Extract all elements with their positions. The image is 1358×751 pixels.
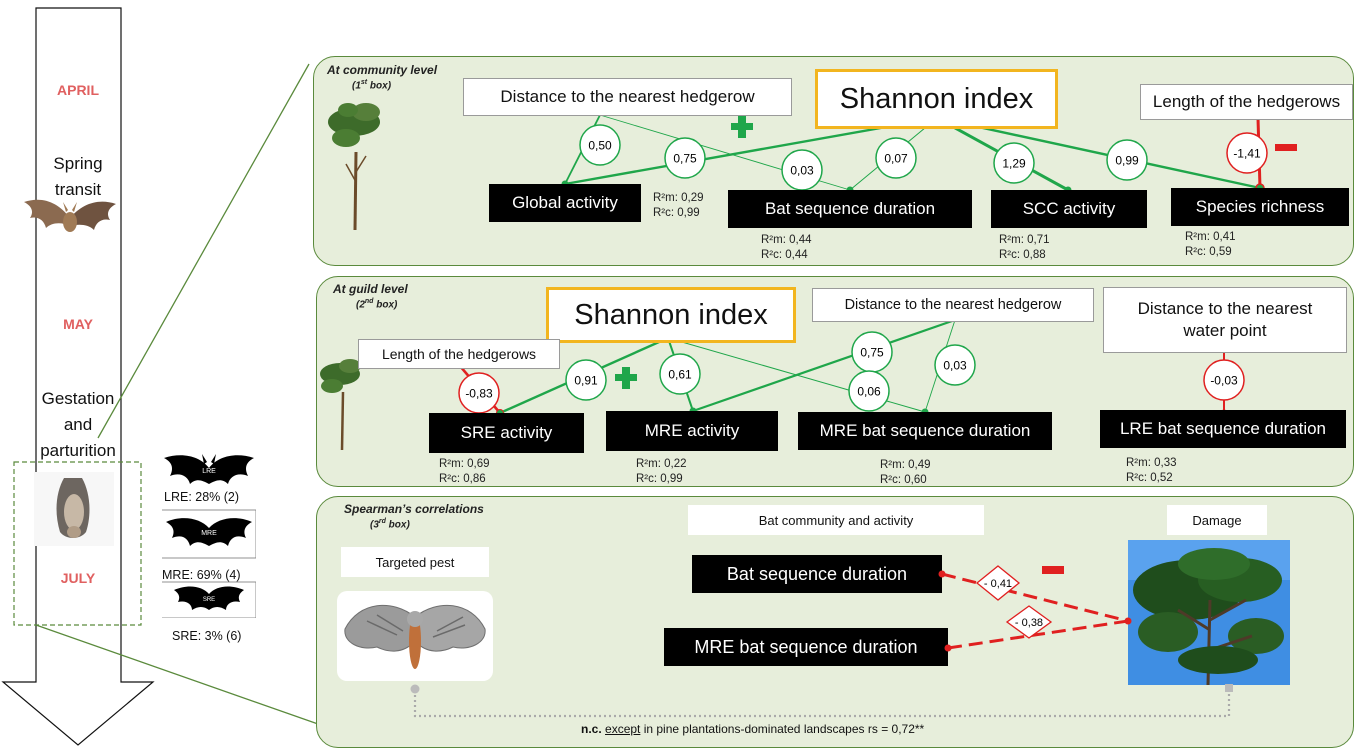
phase-spring-line2: transit <box>54 180 102 199</box>
bat-sequence-duration-box: Bat sequence duration <box>692 555 942 593</box>
spearman-footnote: n.c. except in pine plantations-dominate… <box>581 722 925 736</box>
pine-damage-photo <box>1128 540 1290 685</box>
phase-gest-line2: and <box>63 415 93 434</box>
mre-bat-sequence-duration-box: MRE bat sequence duration <box>798 412 1052 450</box>
phase-gestation: Gestation and parturition <box>23 386 133 464</box>
box3-title: Spearman’s correlations <box>344 502 484 516</box>
bat-community-label: Bat community and activity <box>688 505 984 535</box>
guild-silhouettes: LRE MRE SRE <box>162 454 256 618</box>
box1-subtitle: (1st box) <box>352 79 392 92</box>
shannon-index-box: Shannon index <box>546 287 796 343</box>
box2-title: At guild level <box>333 282 408 296</box>
hanging-bat-icon <box>34 472 114 546</box>
lre-bat-icon: LRE <box>164 454 254 484</box>
phase-gest-line1: Gestation <box>41 389 115 408</box>
distance-hedgerow-box: Distance to the nearest hedgerow <box>463 78 792 116</box>
pine-tree-icon <box>328 103 380 231</box>
mre-bat-icon: MRE <box>162 509 256 559</box>
sre-bat-icon: SRE <box>162 581 256 618</box>
phase-gest-line3: parturition <box>40 441 116 460</box>
distance-water-box: Distance to the nearest water point <box>1103 287 1347 353</box>
scc-activity-box: SCC activity <box>991 190 1147 228</box>
month-july: JULY <box>60 570 96 586</box>
damage-label: Damage <box>1167 505 1267 535</box>
month-may: MAY <box>63 316 93 332</box>
distance-water-line1: Distance to the nearest <box>1137 299 1313 318</box>
length-hedgerows-box: Length of the hedgerows <box>358 339 560 369</box>
lre-icon-label: LRE <box>202 468 216 475</box>
bat-sequence-duration-box: Bat sequence duration <box>728 190 972 228</box>
shannon-index-box: Shannon index <box>815 69 1058 129</box>
legend-sre: SRE: 3% (6) <box>172 629 242 643</box>
mre-icon-label: MRE <box>201 530 217 537</box>
mre-activity-box: MRE activity <box>606 411 778 451</box>
sre-icon-label: SRE <box>203 597 215 603</box>
legend-mre: MRE: 69% (4) <box>162 568 241 582</box>
sre-activity-box: SRE activity <box>429 413 584 453</box>
box2-subtitle: (2nd box) <box>356 298 398 311</box>
box1-title: At community level <box>327 63 438 77</box>
month-april: APRIL <box>57 82 99 98</box>
distance-hedgerow-box: Distance to the nearest hedgerow <box>812 288 1094 322</box>
flying-bat-icon <box>24 199 116 232</box>
species-richness-box: Species richness <box>1171 188 1349 226</box>
global-activity-box: Global activity <box>489 184 641 222</box>
targeted-pest-label: Targeted pest <box>341 547 489 577</box>
pine-tree-icon <box>320 359 361 451</box>
phase-spring-line1: Spring <box>53 154 103 173</box>
mre-bat-sequence-duration-box: MRE bat sequence duration <box>664 628 948 666</box>
phase-spring-transit: Spring transit <box>23 151 133 203</box>
lre-bat-sequence-duration-box: LRE bat sequence duration <box>1100 410 1346 448</box>
box3-subtitle: (3rd box) <box>370 518 410 531</box>
moth-icon <box>337 591 493 681</box>
distance-water-line2: water point <box>1183 321 1267 340</box>
legend-lre: LRE: 28% (2) <box>164 490 240 504</box>
length-hedgerows-box: Length of the hedgerows <box>1140 84 1353 120</box>
